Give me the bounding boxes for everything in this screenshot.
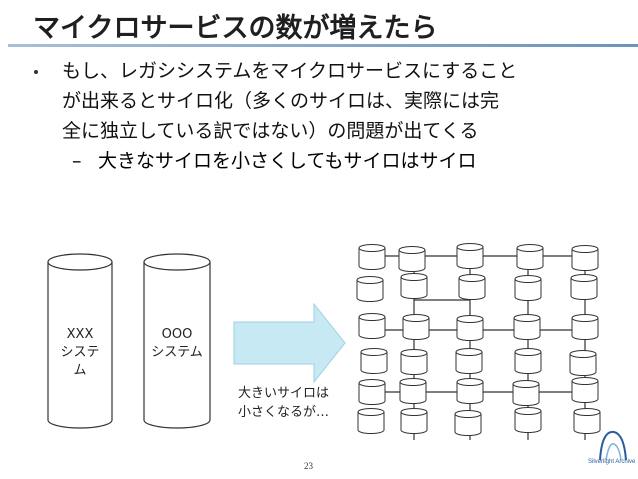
cylinder-left-name: システム: [60, 345, 100, 378]
small-cylinder: [454, 410, 482, 436]
logo-caption: Silverlight Archive: [588, 459, 636, 465]
small-cylinder: [400, 349, 428, 375]
small-cylinder: [514, 275, 542, 301]
small-cylinder: [516, 244, 544, 270]
small-cylinder: [571, 377, 599, 403]
small-cylinder: [573, 408, 601, 434]
small-cylinder: [571, 314, 599, 340]
cylinder-right-label: OOO システム: [150, 326, 204, 362]
small-cylinder: [400, 408, 428, 434]
title-divider: [8, 44, 638, 47]
small-cylinder: [399, 378, 427, 404]
small-cylinder: [357, 408, 385, 434]
sub-bullet-dash: –: [72, 150, 82, 172]
cylinder-right-name: システム: [151, 345, 203, 360]
arrow-note-line-2: 小さくなるが…: [238, 405, 330, 420]
small-cylinder-grid: [356, 243, 601, 436]
small-cylinder: [456, 315, 484, 341]
small-cylinder: [400, 273, 428, 299]
small-cylinder: [398, 246, 426, 272]
small-cylinder: [456, 378, 484, 404]
small-cylinder: [570, 274, 598, 300]
large-cylinder-left: [47, 253, 113, 429]
small-cylinder: [360, 348, 388, 374]
small-cylinder: [514, 407, 542, 433]
small-cylinder: [514, 348, 542, 374]
sub-bullet-text: 大きなサイロを小さくしてもサイロはサイロ: [98, 150, 477, 172]
bullet-text-line-2: が出来るとサイロ化（多くのサイロは、実際には完: [62, 90, 500, 112]
small-cylinder: [455, 348, 483, 374]
page-number: 23: [304, 461, 313, 471]
cylinder-left-code: XXX: [66, 327, 94, 342]
small-cylinder: [358, 379, 386, 405]
small-cylinder: [358, 244, 386, 270]
cylinder-left-label: XXX システム: [56, 326, 104, 380]
large-cylinder-right: [143, 253, 211, 429]
slide-title: マイクロサービスの数が増えたら: [33, 13, 438, 44]
small-cylinder: [569, 350, 597, 376]
small-cylinder: [512, 380, 540, 406]
small-cylinder: [456, 243, 484, 269]
small-cylinder: [358, 313, 386, 339]
bullet-text-line-3: 全に独立している訳ではない）の問題が出てくる: [62, 120, 479, 142]
small-cylinder: [402, 314, 430, 340]
arrow-note-line-1: 大きいサイロは: [238, 386, 330, 401]
small-cylinder: [571, 245, 599, 271]
arrow-note: 大きいサイロは 小さくなるが…: [238, 384, 329, 422]
cylinder-right-code: OOO: [161, 327, 193, 342]
small-cylinder: [513, 314, 541, 340]
bullet-icon: [34, 70, 38, 74]
transform-arrow: [233, 302, 346, 384]
small-cylinder: [458, 274, 486, 300]
small-cylinder: [356, 276, 384, 302]
bullet-text-line-1: もし、レガシシステムをマイクロサービスにすること: [62, 60, 518, 82]
